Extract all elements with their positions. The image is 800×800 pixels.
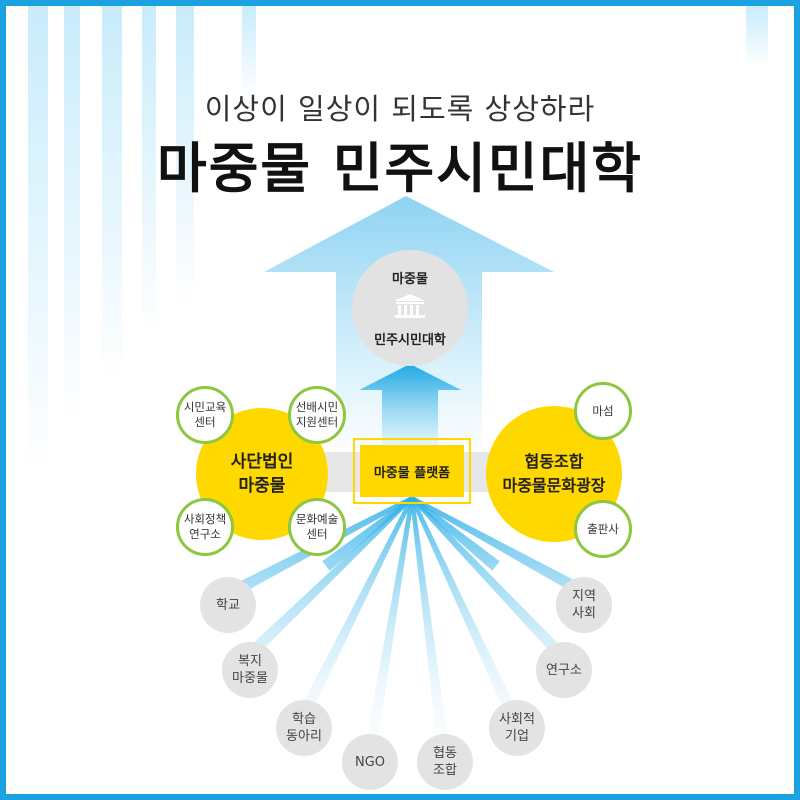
partner-line: 연구소 <box>546 662 582 678</box>
left-satellite: 문화예술 센터 <box>288 498 346 556</box>
center-circle: 마중물 민주시민대학 <box>352 250 468 366</box>
partner-circle: 학교 <box>200 577 256 633</box>
subtitle: 이상이 일상이 되도록 상상하라 <box>204 92 596 126</box>
left-hub-line: 사단법인 <box>230 452 294 472</box>
partner-line: 학교 <box>216 597 240 613</box>
satellite-line: 시민교육 <box>183 400 227 414</box>
light-ray <box>364 497 414 755</box>
center-bottom-label: 민주시민대학 <box>374 333 446 348</box>
partner-line: 협동 <box>433 746 457 761</box>
right-hub-line: 마중물문화광장 <box>502 476 606 495</box>
light-ray <box>410 497 450 755</box>
small-up-arrow <box>359 364 461 446</box>
satellite-line: 마섬 <box>592 403 614 418</box>
left-satellite: 사회정책 연구소 <box>176 498 234 556</box>
bg-stripe <box>102 6 122 386</box>
satellite-line: 출판사 <box>587 521 619 536</box>
light-ray <box>410 497 520 721</box>
satellite-line: 센터 <box>194 415 216 429</box>
bg-stripe <box>142 6 156 336</box>
right-satellite: 마섬 <box>574 382 632 440</box>
partner-circle: NGO <box>342 734 398 790</box>
bg-stripe <box>64 6 80 426</box>
satellite-line: 사회정책 <box>183 512 227 526</box>
light-ray <box>410 496 569 663</box>
page-title: 마중물 민주시민대학 <box>157 137 643 200</box>
right-hub-line: 협동조합 <box>524 452 584 471</box>
partner-line: 복지 <box>238 654 262 669</box>
light-ray <box>296 497 414 721</box>
right-satellite: 출판사 <box>574 500 632 558</box>
bg-stripe <box>746 6 768 66</box>
partner-circle: 지역 사회 <box>556 577 612 633</box>
platform-label: 마중물 플랫폼 <box>373 465 451 481</box>
partner-circle: 복지 마중물 <box>222 642 278 698</box>
satellite-line: 연구소 <box>189 527 221 541</box>
partner-circle: 학습 동아리 <box>276 700 332 756</box>
light-ray <box>241 496 414 663</box>
partner-line: 학습 <box>292 712 316 727</box>
partner-line: 마중물 <box>232 671 268 686</box>
left-satellite: 선배시민 지원센터 <box>288 386 346 444</box>
partner-line: 조합 <box>433 763 457 778</box>
center-top-label: 마중물 <box>392 272 428 287</box>
bg-stripe <box>176 6 194 306</box>
partner-line: 동아리 <box>286 729 322 744</box>
partner-line: 사회적 <box>499 712 535 727</box>
bg-stripe <box>242 6 256 96</box>
light-ray <box>411 496 587 598</box>
satellite-line: 센터 <box>306 527 328 541</box>
satellite-line: 문화예술 <box>295 512 339 526</box>
satellite-line: 선배시민 <box>295 400 339 414</box>
partner-line: 지역 <box>572 589 596 604</box>
arrow-graphics <box>229 196 587 755</box>
left-satellite: 시민교육 센터 <box>176 386 234 444</box>
bg-stripe <box>28 6 48 476</box>
platform-frame <box>353 438 471 504</box>
partner-line: NGO <box>354 754 386 770</box>
light-ray <box>410 496 500 571</box>
left-hub-line: 마중물 <box>238 476 286 496</box>
building-columns-icon <box>393 293 427 323</box>
partner-circle: 협동 조합 <box>417 734 473 790</box>
satellite-line: 지원센터 <box>295 415 339 429</box>
partner-line: 기업 <box>505 729 529 744</box>
platform-box: 마중물 플랫폼 <box>360 445 464 497</box>
ray-group <box>229 496 587 755</box>
light-ray <box>322 496 414 571</box>
partner-circle: 사회적 기업 <box>489 700 545 756</box>
partner-line: 사회 <box>572 606 596 621</box>
partner-circle: 연구소 <box>536 642 592 698</box>
